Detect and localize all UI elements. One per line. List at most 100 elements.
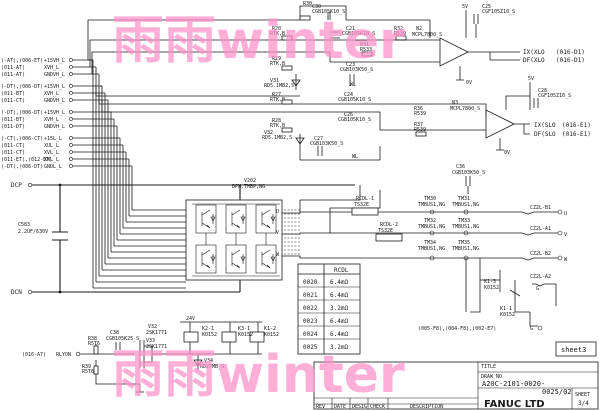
rcdl1-ref: RCDL-1 bbox=[356, 196, 374, 202]
table-code-5: 0025 bbox=[303, 344, 318, 351]
r30-resistor bbox=[299, 15, 311, 21]
tm32-part: TMBUS1,NG bbox=[418, 224, 445, 230]
top-out-a: IX(XLO bbox=[523, 49, 545, 56]
top-5v: 5V bbox=[462, 4, 468, 10]
tb-col-desig: DESIG bbox=[352, 404, 367, 410]
tm35-part: TMBUS1,NG bbox=[452, 246, 479, 252]
tm30-part: TMBUS1,NG bbox=[418, 202, 445, 208]
r36-ref: R36 bbox=[414, 106, 423, 112]
bottom-sense-amplifier: R27 RTK,B R28 RTK,B C24 CGB105K10_S C26 … bbox=[262, 76, 591, 194]
table-value-3: 6.4mΩ bbox=[330, 318, 348, 325]
c21-ref: C21 bbox=[346, 26, 355, 32]
watermark-bottom: 雨雨winter bbox=[112, 345, 405, 405]
v33-relay-ref: V33 bbox=[146, 338, 155, 344]
input-ref-7: (-DT),(006-DT) bbox=[1, 110, 43, 116]
tm35-ref: TM35 bbox=[458, 240, 470, 246]
left-input-column: (-AT),(006-ET) (011-AT) (011-AT) +15VH_L… bbox=[1, 58, 65, 170]
input-ref-6: (011-CT) bbox=[1, 98, 25, 104]
r38-value: R5T6 bbox=[88, 341, 100, 347]
tb-drawing-number-2: 0025/02 bbox=[542, 388, 572, 396]
r28-resistor bbox=[281, 127, 293, 133]
bot-out-b: DF(SLO bbox=[534, 131, 556, 138]
tb-sheet-label: SHEET bbox=[575, 392, 590, 398]
table-code-1: 0021 bbox=[303, 292, 318, 299]
input-signal-4: +15VH_L bbox=[44, 84, 65, 90]
output-terminals: TM30 TMBUS1,NG TM31 TMBUS1,NG TM32 TMBUS… bbox=[418, 196, 479, 261]
tm32-ref: TM32 bbox=[424, 218, 436, 224]
input-signal-11: XUL_L bbox=[44, 143, 59, 149]
tb-sheet-number: 3/4 bbox=[578, 400, 589, 407]
input-signal-3: GNDVH_L bbox=[44, 72, 65, 78]
c26-ref: C26 bbox=[344, 112, 353, 118]
tb-company: FANUC LTD bbox=[484, 399, 545, 410]
input-ref-5: (011-BT) bbox=[1, 91, 25, 97]
k1b-ref: K1-1 bbox=[500, 306, 512, 312]
table-value-2: 3.2mΩ bbox=[330, 305, 348, 312]
cz2l-b2-phase: W bbox=[564, 257, 568, 263]
k3-part: K0152 bbox=[238, 332, 253, 338]
k4-part: K0152 bbox=[264, 332, 279, 338]
input-signal-9: GNDVH_L bbox=[44, 124, 65, 130]
input-ref-10: (-CT),(006-CT) bbox=[1, 136, 43, 142]
left-input-terminals bbox=[69, 19, 262, 288]
input-ref-14: (-DT),(006-DT) bbox=[1, 164, 43, 170]
input-ref-12: (011-CT) bbox=[1, 150, 25, 156]
tm31-ref: TM31 bbox=[458, 196, 470, 202]
input-signal-5: XVH_L bbox=[44, 91, 59, 97]
r20-ref: R20 bbox=[272, 26, 281, 32]
r27-resistor bbox=[281, 99, 293, 105]
tb-col-date: DATE bbox=[334, 404, 346, 410]
input-signal-7: +15VH_L bbox=[44, 110, 65, 116]
input-signal-14: GNDL_L bbox=[44, 164, 62, 170]
r27-ref: R27 bbox=[272, 92, 281, 98]
c21-value: CGB105K10_S bbox=[342, 31, 375, 37]
r20-value: RTK,B bbox=[270, 31, 285, 37]
r29-value: RTK,B bbox=[270, 61, 285, 67]
bot-5v: 5V bbox=[528, 76, 534, 82]
k1-ref: K1-3 bbox=[484, 279, 496, 285]
cz2l-b1-phase: U bbox=[564, 211, 567, 217]
table-code-2: 0022 bbox=[303, 305, 318, 312]
k1b-part: K0152 bbox=[500, 312, 515, 318]
top-out-b-ref: (016-D1) bbox=[556, 57, 585, 64]
r39-ref: R39 bbox=[82, 364, 91, 370]
relay-driver: (016-A7) RLYON R38 R5T6 R39 R5T6 C38 CGB… bbox=[22, 316, 279, 393]
r36-value: R539 bbox=[414, 111, 426, 117]
rcdl2-resistor bbox=[375, 233, 403, 242]
input-ref-9: (011-DT) bbox=[1, 124, 25, 130]
c27-ref: C27 bbox=[314, 136, 323, 142]
r31-value: R533 bbox=[360, 47, 372, 53]
c25-ref: C25 bbox=[482, 4, 491, 10]
v34-ref: V34 bbox=[204, 358, 213, 364]
tb-drawno-label: DRAW NO bbox=[481, 374, 502, 380]
rlyon-ref: (016-A7) bbox=[22, 352, 46, 358]
motor-output-connectors: CZ2L-B1 U CZ2L-A1 V CZ2L-B2 W CZ2L-A2 G … bbox=[418, 205, 568, 332]
r39-value: R5T6 bbox=[82, 369, 94, 375]
r28-ref: R28 bbox=[272, 118, 281, 124]
rcdl1-part: TS32E bbox=[354, 202, 369, 208]
v32-value: RD5.1MB2,S bbox=[262, 135, 292, 141]
c30-value: CGB105K10_S bbox=[312, 9, 345, 15]
ipm-part: DPM,TMBP,NG bbox=[232, 184, 265, 190]
bot-out-b-ref: (016-E1) bbox=[562, 131, 591, 138]
input-signal-2: XVH_L bbox=[44, 65, 59, 71]
table-code-0: 0020 bbox=[303, 279, 318, 286]
input-ref-2: (011-AT) bbox=[1, 65, 25, 71]
tm34-part: TMBUS1,NG bbox=[418, 246, 445, 252]
c28-value: CGF105Z10_S bbox=[538, 93, 571, 99]
ipm-gate-bus bbox=[93, 209, 186, 289]
tb-col-description: DESCRIPTION bbox=[410, 404, 443, 410]
current-shunts: RCDL-1 TS32E RCDL-2 TS32E bbox=[351, 196, 403, 242]
c27-value: CGB103K50_S bbox=[310, 141, 343, 147]
tm30-ref: TM30 bbox=[424, 196, 436, 202]
top-out-a-ref: (016-D1) bbox=[556, 49, 585, 56]
rcdl2-ref: RCDL-2 bbox=[380, 222, 398, 228]
dc-rails: DCP DCN C583 2.2UF/630V bbox=[11, 182, 355, 296]
watermark-top: 雨雨winter bbox=[112, 11, 405, 71]
table-value-4: 6.4mΩ bbox=[330, 331, 348, 338]
k1-part: K0152 bbox=[484, 285, 499, 291]
input-signal-1: +15VH_L bbox=[44, 58, 65, 64]
input-signal-8: XVH_L bbox=[44, 117, 59, 123]
ipm-module: V202 DPM,TMBP,NG bbox=[185, 178, 300, 281]
rlyon-signal: RLYON bbox=[56, 352, 71, 358]
